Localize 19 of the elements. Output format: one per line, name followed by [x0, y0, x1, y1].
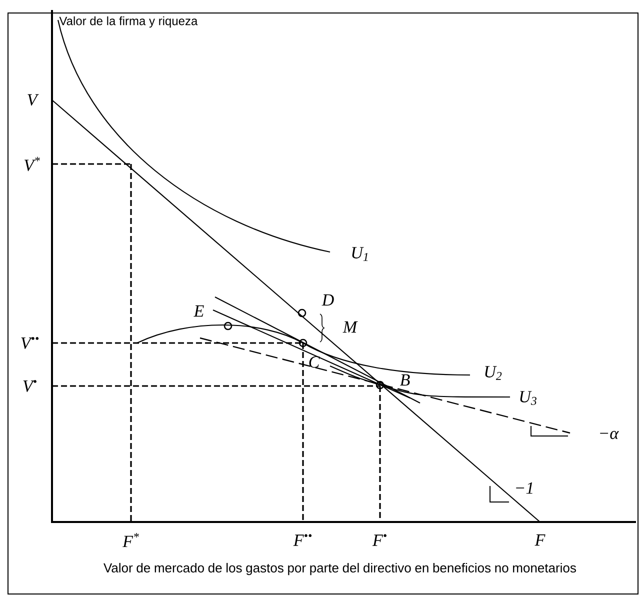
tick-label: V$^{•}$: [23, 380, 36, 392]
tick-label: V: [28, 94, 39, 106]
tick-label: V$^{*}$: [24, 156, 40, 172]
axis-label: Valor de la firma y riqueza: [59, 16, 198, 28]
slope-label: −1: [516, 482, 532, 494]
tick-label: F$^{••}$: [293, 534, 312, 546]
tick-label: F$^{•}$: [372, 534, 386, 546]
curve-label: U$_{3}$: [520, 391, 536, 405]
slope-label: −α: [600, 430, 619, 440]
tick-label: V$^{••}$: [21, 337, 39, 349]
axis-label: Valor de mercado de los gastos por parte del directivo en beneficios no monetarios: [104, 562, 576, 576]
tick-label: F$^{*}$: [122, 532, 139, 548]
point-label: E: [194, 305, 204, 317]
tick-label: F: [534, 534, 546, 546]
point-label: M: [342, 321, 358, 333]
point-label: D: [322, 294, 334, 306]
curve-label: U$_{2}$: [485, 366, 502, 380]
curve-label: U$_{1}$: [352, 247, 368, 261]
point-label: B: [400, 374, 410, 386]
